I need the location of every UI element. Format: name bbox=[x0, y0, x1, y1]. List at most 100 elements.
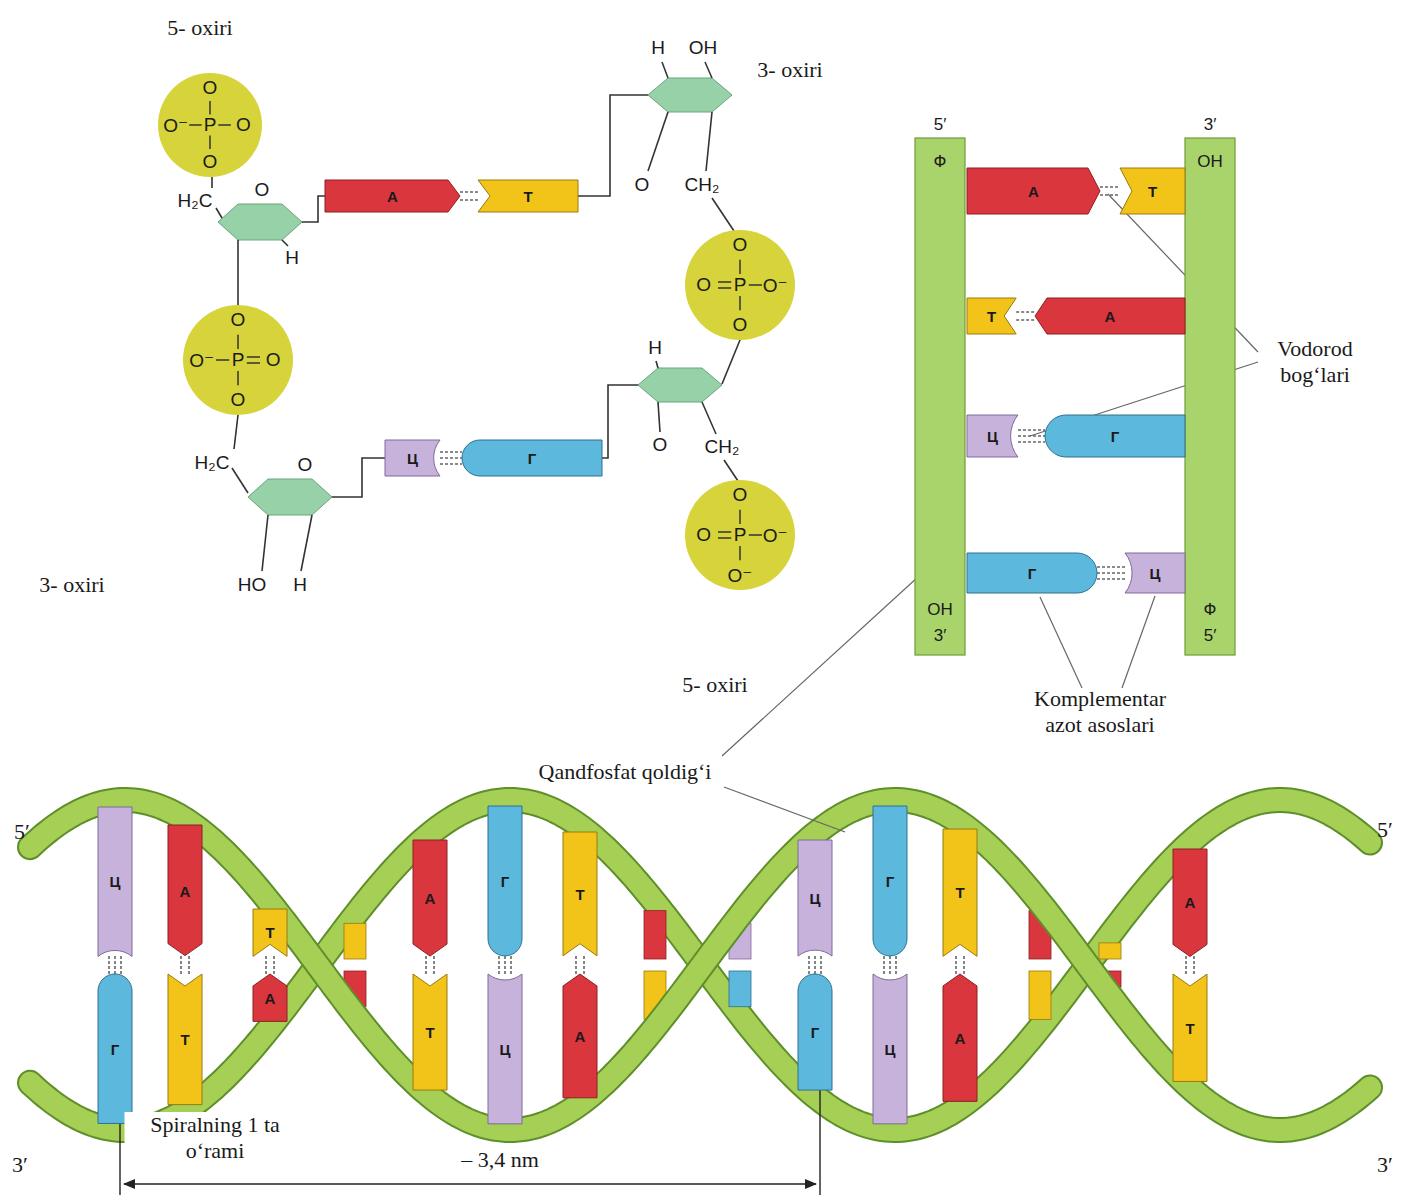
backbone-bond-part bbox=[302, 196, 325, 222]
chemical-bond bbox=[718, 537, 731, 539]
double-helix-part bbox=[1099, 943, 1121, 959]
base-letter: А bbox=[575, 1027, 586, 1044]
chemical-bond bbox=[718, 281, 731, 283]
base-shape bbox=[1173, 849, 1207, 956]
base-letter: Ц bbox=[885, 1040, 896, 1057]
atom-symbol: O bbox=[203, 77, 218, 99]
phosphate-group-outline bbox=[685, 480, 795, 590]
chemical-bond bbox=[718, 287, 731, 289]
base-shape bbox=[98, 974, 132, 1123]
nitrogen-base: Т bbox=[253, 909, 287, 956]
sugar-ring-part bbox=[218, 204, 302, 240]
phosphate-group-outline bbox=[158, 73, 262, 177]
nitrogen-base-outline bbox=[1173, 849, 1207, 956]
backbone-bond-part bbox=[712, 198, 734, 231]
strand-end-label: Ф bbox=[1204, 600, 1217, 620]
backbone-bond-part bbox=[648, 112, 668, 171]
chemical-bond bbox=[209, 101, 211, 115]
strand-end-label: Ф bbox=[934, 152, 947, 172]
base-shape bbox=[325, 180, 460, 212]
caption-label: 5′ bbox=[14, 819, 30, 845]
hydrogen-bond-line bbox=[814, 956, 816, 974]
backbone-bond-part bbox=[602, 385, 638, 458]
base-shape bbox=[488, 806, 522, 956]
backbone-bond-part bbox=[706, 112, 712, 171]
caption-label: 5- oxiri bbox=[167, 15, 232, 41]
base-letter: Ц bbox=[987, 428, 998, 445]
hydrogen-bond-line bbox=[440, 463, 462, 465]
backbone-bond-part bbox=[211, 177, 213, 188]
leader-line bbox=[722, 194, 1258, 832]
base-letter: Г bbox=[811, 1024, 820, 1041]
caption-label: Vodorod bogʻlari bbox=[1260, 336, 1370, 388]
atom-label: O bbox=[298, 454, 313, 476]
chemical-bond bbox=[237, 371, 239, 385]
nitrogen-base-outline bbox=[168, 825, 202, 956]
atom-symbol: O bbox=[696, 274, 711, 296]
backbone-bond-part bbox=[332, 458, 385, 497]
nitrogen-base: Г bbox=[1045, 415, 1185, 457]
sugar-ring bbox=[218, 78, 732, 515]
chemical-bond bbox=[749, 534, 762, 536]
phosphate-group-outline bbox=[183, 305, 293, 415]
phosphate-group-outline bbox=[685, 230, 795, 340]
hydrogen-bond-line bbox=[583, 956, 585, 974]
nitrogen-base-outline bbox=[1035, 298, 1185, 334]
base-letter: Г bbox=[1028, 565, 1037, 582]
base-letter: А bbox=[1028, 183, 1039, 200]
hydrogen-bond-line bbox=[433, 956, 435, 974]
leader-line-part bbox=[724, 787, 845, 832]
nitrogen-base-outline bbox=[967, 168, 1100, 214]
nitrogen-base: Г bbox=[462, 440, 602, 476]
dimension-line-part bbox=[124, 1183, 816, 1184]
hydrogen-bond-line bbox=[498, 956, 500, 974]
phosphate-group: OO⁻POO bbox=[158, 73, 262, 177]
nitrogen-base: Т bbox=[168, 974, 202, 1105]
nitrogen-base-outline bbox=[1173, 974, 1207, 1081]
nitrogen-base-outline bbox=[488, 806, 522, 956]
strand-end-label: 3′ bbox=[934, 626, 947, 646]
hydrogen-bond bbox=[1186, 956, 1194, 974]
chemical-bond bbox=[739, 546, 741, 560]
double-helix-part bbox=[30, 800, 1370, 1130]
base-shape bbox=[943, 974, 977, 1101]
base-shape bbox=[98, 807, 132, 956]
hydrogen-bond-line bbox=[273, 956, 275, 974]
backbone-bond-part bbox=[578, 95, 648, 196]
caption-label: Komplementar azot asoslari bbox=[1020, 686, 1180, 738]
base-letter: А bbox=[955, 1029, 966, 1046]
base-letter: Т bbox=[523, 188, 532, 205]
hydrogen-bond-line bbox=[1018, 435, 1045, 437]
base-letter: А bbox=[180, 882, 191, 899]
hydrogen-bond-line bbox=[955, 956, 957, 974]
leader-line-part bbox=[1122, 596, 1155, 688]
base-letter: Т bbox=[1148, 183, 1157, 200]
hydrogen-bond-line bbox=[1018, 429, 1045, 431]
sugar-phosphate-strand: 3′OHФ5′ bbox=[1185, 112, 1235, 655]
atom-symbol: O bbox=[266, 349, 281, 371]
nitrogen-base: Г bbox=[98, 974, 132, 1123]
backbone-bond-part bbox=[262, 515, 268, 571]
base-shape bbox=[873, 974, 907, 1124]
base-letter: А bbox=[387, 188, 398, 205]
leader-line-part bbox=[1040, 597, 1082, 688]
hydrogen-bond-line bbox=[820, 956, 822, 974]
base-shape bbox=[798, 840, 832, 956]
base-shape bbox=[1173, 974, 1207, 1081]
nitrogen-base-outline bbox=[1120, 168, 1185, 214]
nitrogen-base: Ц bbox=[967, 415, 1018, 457]
nitrogen-base-outline bbox=[1125, 553, 1185, 593]
hydrogen-bond-line bbox=[1097, 578, 1125, 580]
nitrogen-base-outline bbox=[253, 974, 287, 1021]
nitrogen-base: Ц bbox=[488, 974, 522, 1124]
hydrogen-bond-line bbox=[1100, 186, 1120, 188]
atom-label: H bbox=[293, 574, 307, 596]
strand-end-label: 5′ bbox=[934, 115, 947, 135]
hydrogen-bond-line bbox=[1097, 566, 1125, 568]
backbone-bond-part bbox=[722, 340, 740, 384]
base-shape bbox=[462, 440, 602, 476]
hydrogen-bond-line bbox=[895, 956, 897, 974]
hydrogen-bond bbox=[1018, 430, 1045, 442]
nitrogen-base-outline bbox=[488, 974, 522, 1124]
dimension-line bbox=[120, 995, 820, 1195]
